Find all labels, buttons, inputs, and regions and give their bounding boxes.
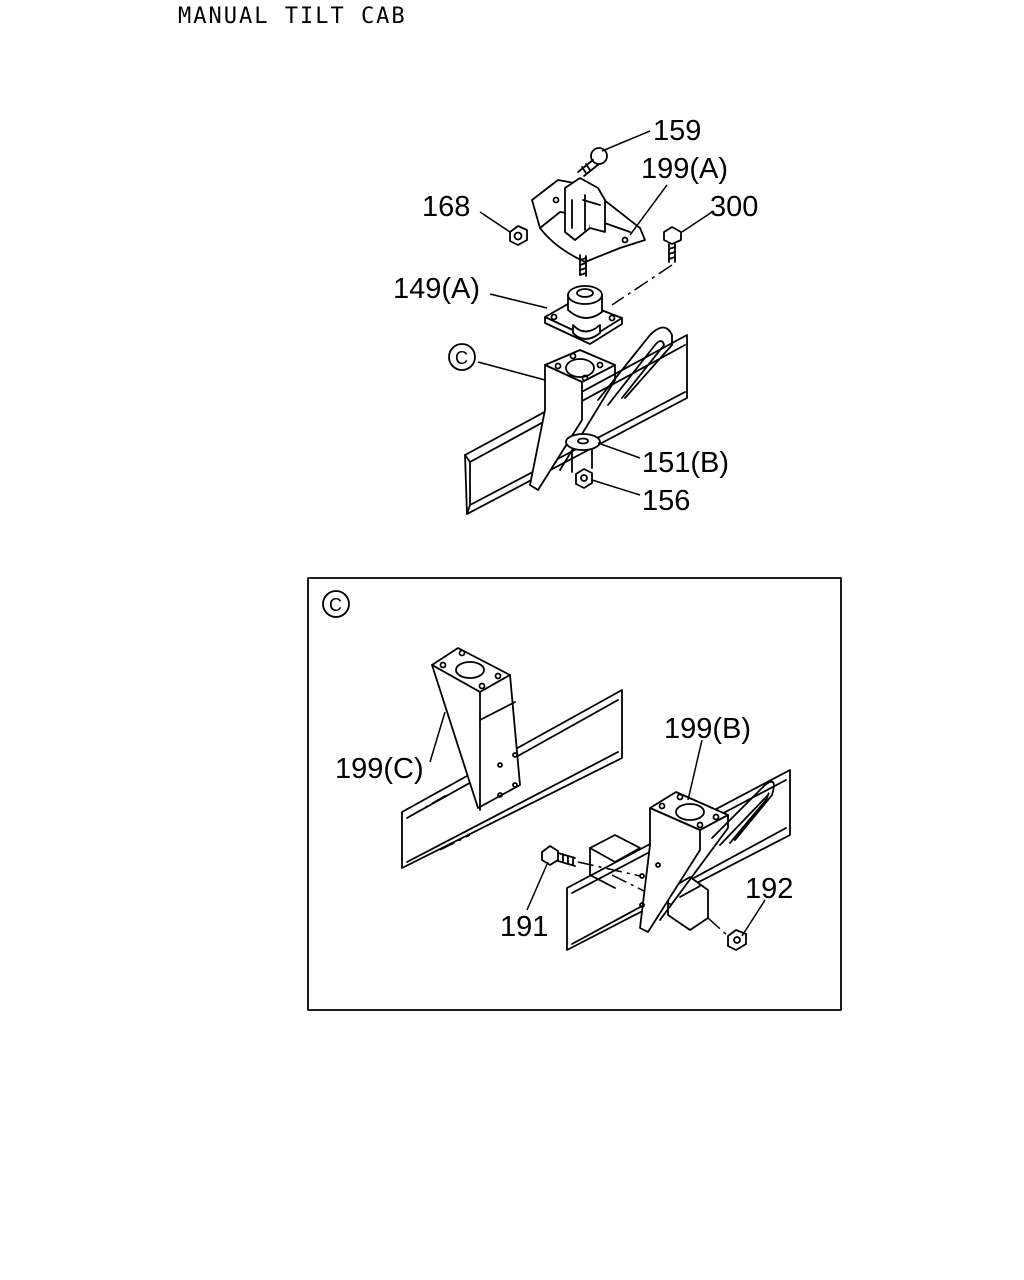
- callout-300: 300: [710, 191, 758, 223]
- cab-mount-bracket: [529, 326, 673, 491]
- bracket-199c: [431, 647, 521, 811]
- nut-168: [509, 225, 528, 246]
- callout-192: 192: [745, 873, 793, 905]
- page-title: MANUAL TILT CAB: [178, 4, 407, 29]
- detail-c-frame: [307, 577, 842, 1011]
- detail-marker-c: C: [329, 595, 342, 615]
- callout-159: 159: [653, 115, 701, 147]
- callout-199a: 199(A): [641, 153, 728, 185]
- washer-151b: [565, 433, 601, 451]
- callout-149a: 149(A): [393, 273, 480, 305]
- callout-199b: 199(B): [664, 713, 751, 745]
- bolt-300: [611, 226, 682, 306]
- bracket-199b: [639, 780, 775, 933]
- callout-151b: 151(B): [642, 447, 729, 479]
- bolt-191: [541, 845, 641, 877]
- bolt-159: [577, 147, 608, 177]
- callout-199c: 199(C): [335, 753, 424, 785]
- upper-assembly: [448, 130, 713, 515]
- callout-156: 156: [642, 485, 690, 517]
- nut-192: [707, 917, 747, 951]
- cab-side-bracket: [531, 177, 646, 277]
- detail-marker-c-upper: C: [455, 348, 468, 368]
- callout-191: 191: [500, 911, 548, 943]
- detail-c-circle: [322, 590, 350, 618]
- callout-168: 168: [422, 191, 470, 223]
- crossmember: [589, 834, 709, 931]
- rubber-mount: [544, 285, 623, 345]
- nut-156: [575, 468, 593, 489]
